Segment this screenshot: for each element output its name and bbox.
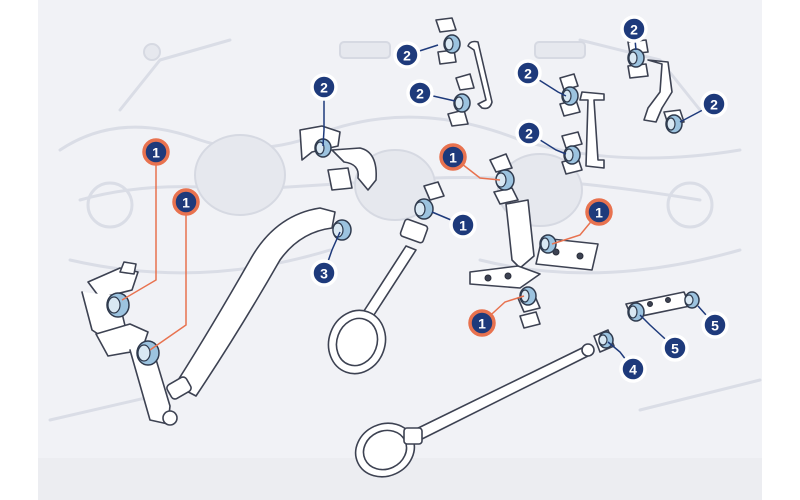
bushing-left-upper	[106, 292, 130, 318]
callout-badge-16: 5	[661, 334, 689, 362]
callout-badge-17: 5	[701, 311, 729, 339]
callout-badge-1: 1	[142, 138, 170, 166]
callout-badge-12: 1	[468, 309, 496, 337]
callout-circle	[700, 90, 728, 118]
callout-number: 5	[671, 341, 679, 357]
callout-number: 2	[403, 48, 411, 64]
callout-circle	[310, 259, 338, 287]
callout-circle	[468, 309, 496, 337]
callout-number: 3	[320, 266, 328, 282]
callout-circle	[661, 334, 689, 362]
callout-badge-8: 1	[449, 211, 477, 239]
callout-badge-9: 2	[514, 59, 542, 87]
callout-circle	[514, 59, 542, 87]
hoop-rod-upper	[327, 181, 445, 375]
rod-bracket	[559, 73, 605, 175]
callout-circle	[310, 73, 338, 101]
callout-number: 2	[630, 22, 638, 38]
callout-number: 1	[182, 195, 190, 211]
callout-circle	[515, 119, 543, 147]
callout-number: 1	[459, 218, 467, 234]
lower-rod-assembly	[354, 291, 700, 478]
pedal-arm	[166, 207, 352, 400]
callout-circle	[701, 311, 729, 339]
callout-circle	[172, 188, 200, 216]
callout-badge-13: 2	[620, 15, 648, 43]
callout-badge-6: 2	[406, 79, 434, 107]
callout-circle	[449, 211, 477, 239]
callout-circle	[393, 41, 421, 69]
callout-number: 2	[525, 126, 533, 142]
callout-badge-7: 1	[439, 143, 467, 171]
callout-badge-10: 2	[515, 119, 543, 147]
background-ghost-drawing	[38, 38, 762, 500]
callout-number: 1	[478, 316, 486, 332]
callout-circle	[585, 198, 613, 226]
callout-badge-14: 2	[700, 90, 728, 118]
callout-circle	[142, 138, 170, 166]
center-bracket	[469, 153, 599, 329]
callout-number: 1	[449, 150, 457, 166]
callout-number: 2	[710, 97, 718, 113]
callout-badge-5: 2	[393, 41, 421, 69]
callout-number: 4	[629, 362, 637, 378]
callout-badges: 1 1 2 3 2 2 1 1 2 2 1 1 2 2 4 5 5	[142, 15, 729, 383]
callout-circle	[619, 355, 647, 383]
top-middle-parts	[435, 17, 493, 127]
upper-bracket-left	[299, 125, 377, 191]
callout-number: 5	[711, 318, 719, 334]
left-pedal-bracket	[81, 261, 178, 426]
callout-circle	[439, 143, 467, 171]
callout-badge-4: 3	[310, 259, 338, 287]
callout-badge-11: 1	[585, 198, 613, 226]
callout-number: 1	[152, 145, 160, 161]
bushing-left-lower	[136, 340, 160, 366]
callout-number: 1	[595, 205, 603, 221]
callout-circle	[620, 15, 648, 43]
callout-number: 2	[320, 80, 328, 96]
callout-circle	[406, 79, 434, 107]
callout-badge-2: 1	[172, 188, 200, 216]
callout-badge-15: 4	[619, 355, 647, 383]
callout-number: 2	[524, 66, 532, 82]
callout-number: 2	[416, 86, 424, 102]
callout-badge-3: 2	[310, 73, 338, 101]
